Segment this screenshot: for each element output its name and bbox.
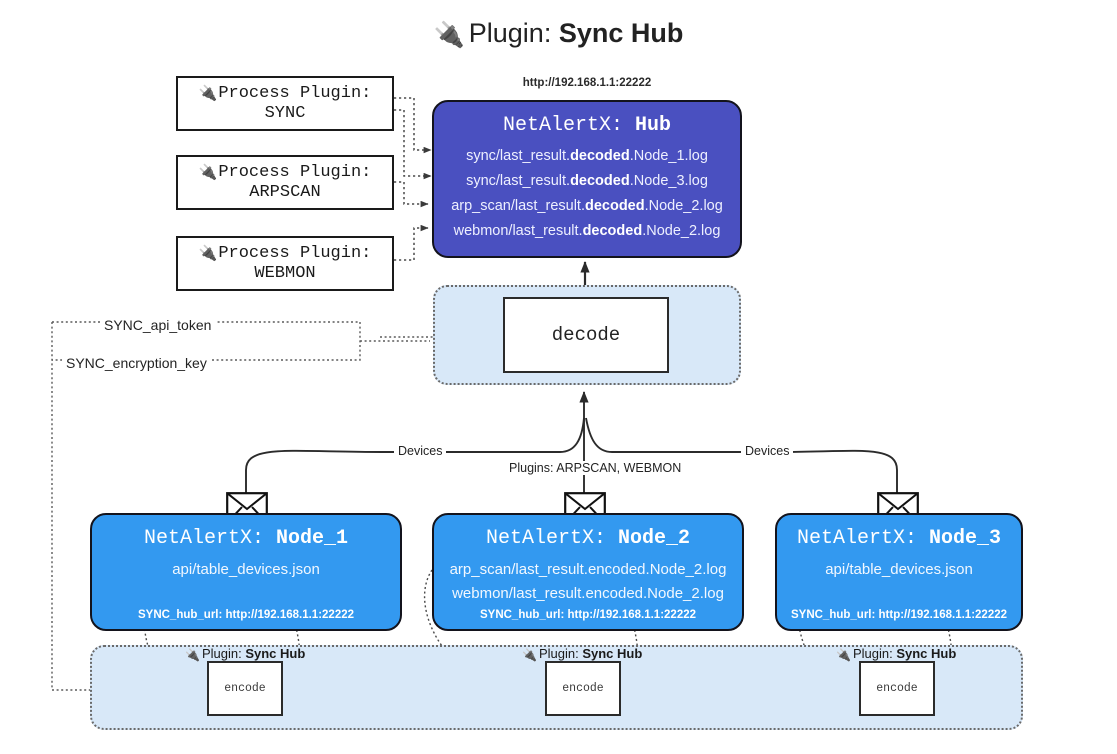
- process-plugin-name: SYNC: [264, 103, 306, 123]
- plug-icon: 🔌: [185, 648, 200, 662]
- node-hub-url-label: SYNC_hub_url: http://192.168.1.1:22222: [479, 609, 697, 621]
- page-title-prefix: Plugin:: [468, 18, 552, 48]
- encode-plugin-caption-1: 🔌Plugin: Sync Hub: [185, 646, 306, 662]
- node-box-node-2[interactable]: NetAlertX: Node_2 arp_scan/last_result.e…: [432, 513, 744, 631]
- encode-plugin-caption-2: 🔌Plugin: Sync Hub: [522, 646, 643, 662]
- plug-icon: 🔌: [522, 648, 537, 662]
- sync-api-token-label: SYNC_api_token: [100, 317, 216, 333]
- hub-log-line: webmon/last_result.decoded.Node_2.log: [453, 222, 721, 239]
- node-hub-url-label: SYNC_hub_url: http://192.168.1.1:22222: [790, 609, 1008, 621]
- edge-sync-to-hub-1: [394, 97, 432, 154]
- hub-url-label: http://192.168.1.1:22222: [522, 77, 652, 89]
- hub-log-list: sync/last_result.decoded.Node_1.log sync…: [434, 144, 740, 244]
- process-plugin-box-arpscan[interactable]: 🔌Process Plugin: ARPSCAN: [176, 155, 394, 210]
- node-payload-list: api/table_devices.json: [777, 558, 1021, 582]
- process-plugin-box-webmon[interactable]: 🔌Process Plugin: WEBMON: [176, 236, 394, 291]
- node-box-node-1[interactable]: NetAlertX: Node_1 api/table_devices.json…: [90, 513, 402, 631]
- encode-box-node-2[interactable]: encode: [545, 661, 621, 716]
- hub-log-line: arp_scan/last_result.decoded.Node_2.log: [451, 197, 723, 214]
- plug-icon: 🔌: [433, 21, 465, 49]
- process-plugin-name: WEBMON: [254, 263, 316, 283]
- edge-arpscan-to-hub: [394, 181, 429, 208]
- process-plugin-box-sync[interactable]: 🔌Process Plugin: SYNC: [176, 76, 394, 131]
- hub-log-line: sync/last_result.decoded.Node_1.log: [466, 148, 708, 164]
- node-hub-url-label: SYNC_hub_url: http://192.168.1.1:22222: [137, 609, 355, 621]
- node-payload-line: api/table_devices.json: [172, 561, 320, 578]
- process-plugin-name: ARPSCAN: [249, 182, 321, 202]
- node-payload-line: webmon/last_result.encoded.Node_2.log: [452, 585, 724, 603]
- process-plugin-label: 🔌Process Plugin:: [198, 243, 372, 263]
- encode-plugin-caption-3: 🔌Plugin: Sync Hub: [836, 646, 957, 662]
- node-payload-line: api/table_devices.json: [825, 561, 973, 578]
- node-payload-list: arp_scan/last_result.encoded.Node_2.log …: [434, 558, 742, 607]
- edge-label-devices-right: Devices: [741, 444, 794, 458]
- page-title: 🔌Plugin: Sync Hub: [0, 18, 1117, 49]
- edge-label-plugins: Plugins: ARPSCAN, WEBMON: [505, 461, 686, 475]
- plug-icon: 🔌: [198, 164, 218, 182]
- hub-log-line: sync/last_result.decoded.Node_3.log: [466, 172, 708, 189]
- process-plugin-label: 🔌Process Plugin:: [198, 83, 372, 103]
- plug-icon: 🔌: [836, 648, 851, 662]
- hub-title: NetAlertX: Hub: [502, 114, 672, 137]
- node-title: NetAlertX: Node_1: [143, 527, 349, 550]
- plug-icon: 🔌: [198, 85, 218, 103]
- process-plugin-label: 🔌Process Plugin:: [198, 162, 372, 182]
- edge-label-devices-left: Devices: [394, 444, 447, 458]
- hub-node-box[interactable]: NetAlertX: Hub sync/last_result.decoded.…: [432, 100, 742, 258]
- sync-encryption-key-label: SYNC_encryption_key: [62, 355, 211, 371]
- node-title: NetAlertX: Node_2: [485, 527, 691, 550]
- page-title-name: Sync Hub: [558, 18, 684, 48]
- decode-box[interactable]: decode: [503, 297, 669, 373]
- node-title: NetAlertX: Node_3: [796, 527, 1002, 550]
- node-payload-list: api/table_devices.json: [92, 558, 400, 582]
- edge-webmon-to-hub: [394, 224, 429, 261]
- encode-box-node-1[interactable]: encode: [207, 661, 283, 716]
- plug-icon: 🔌: [198, 245, 218, 263]
- node-payload-line: arp_scan/last_result.encoded.Node_2.log: [449, 561, 727, 578]
- edge-sync-to-hub-2: [394, 109, 432, 180]
- encode-box-node-3[interactable]: encode: [859, 661, 935, 716]
- node-box-node-3[interactable]: NetAlertX: Node_3 api/table_devices.json…: [775, 513, 1023, 631]
